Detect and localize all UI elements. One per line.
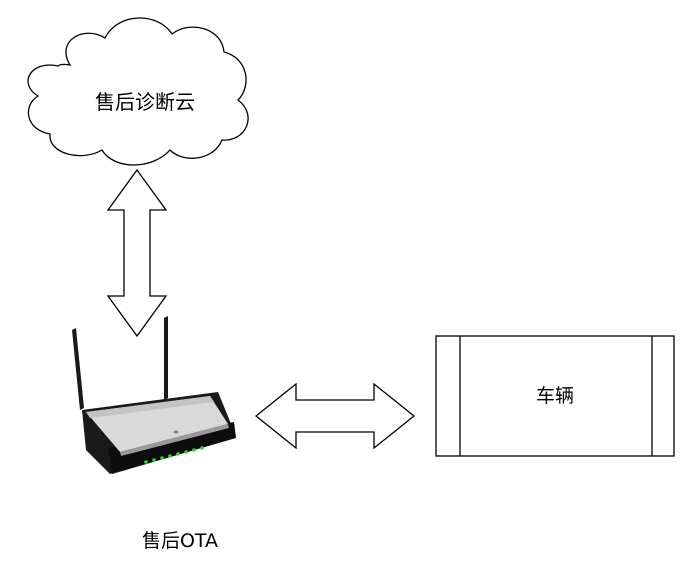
vehicle-box <box>435 335 675 457</box>
double-arrow-vertical <box>106 168 168 338</box>
wifi-router-icon <box>72 316 236 474</box>
router-leds <box>144 446 204 464</box>
vehicle-label: 车辆 <box>535 385 574 407</box>
router-label: 售后OTA <box>141 530 219 552</box>
double-arrow-horizontal <box>254 382 416 450</box>
cloud-label: 售后诊断云 <box>95 90 195 114</box>
cloud-shape <box>27 17 249 166</box>
